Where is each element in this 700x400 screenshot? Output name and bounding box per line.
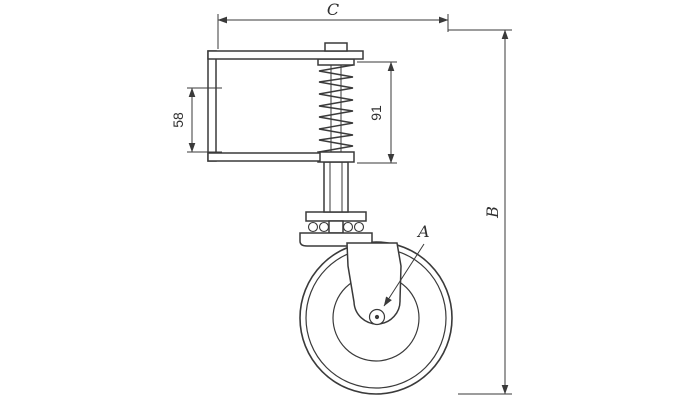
spring-rod [330,65,342,152]
dimension-58 [187,87,222,153]
bracket-top-plate [207,50,364,60]
label-a-leader [383,243,425,307]
tube-inner-lines [329,162,343,212]
swivel-bearing [299,211,373,247]
stem-cap [324,42,348,52]
dimension-b [448,29,512,395]
tube-body [323,161,349,213]
swivel-top-plate [305,211,367,222]
stem-tube [323,161,349,213]
dimension-91 [357,61,397,164]
axle-center [374,314,380,320]
wheel-tire-outer [299,241,453,395]
bearing-ball [353,221,365,233]
wheel-label-a: A [416,222,430,241]
dimension-c-label: C [327,0,339,19]
wheel-fork [346,242,402,326]
spring-seat-top [317,58,355,66]
dimension-58-label: 58 [170,112,186,128]
dimension-b-label: B [483,206,502,219]
spring [318,64,354,153]
mounting-bracket [207,42,364,162]
dimension-91-label: 91 [368,105,384,121]
bearing-ball [318,221,330,233]
caster-drawing [187,14,512,395]
king-pin [328,220,344,234]
spring-coil [318,64,354,153]
dimension-c [217,14,449,49]
bracket-bottom-rail [207,152,321,162]
bearing-ball [307,221,319,233]
bracket-left-rail [207,50,217,162]
spring-seat-bottom [317,151,355,163]
bearing-ball [342,221,354,233]
leader-a-line [383,243,425,307]
